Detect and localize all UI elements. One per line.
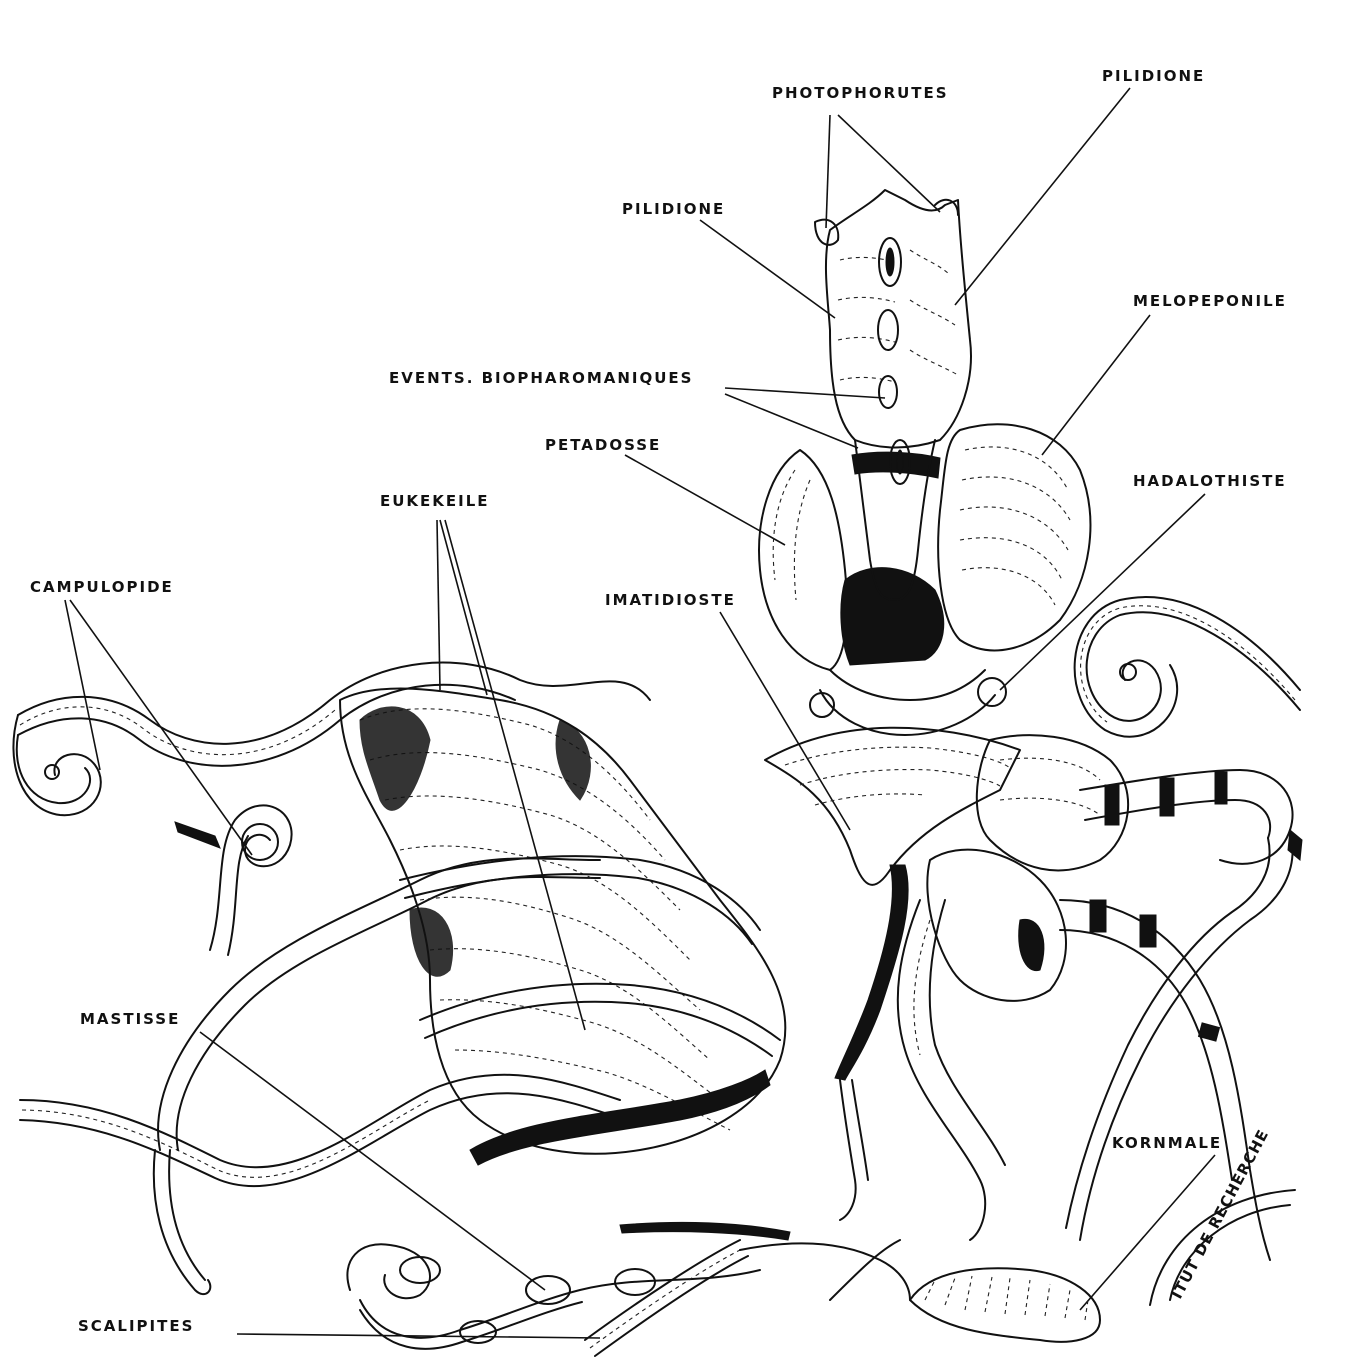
label-scalipites: SCALIPITES xyxy=(78,1317,195,1335)
label-photophorutes: PHOTOPHORUTES xyxy=(772,84,949,102)
label-mastisse: MASTISSE xyxy=(80,1010,181,1028)
label-petadosse: PETADOSSE xyxy=(545,436,662,454)
label-eukekeile: EUKEKEILE xyxy=(380,492,490,510)
right-coiled-tentacle xyxy=(1073,596,1301,738)
label-melopeponile: MELOPEPONILE xyxy=(1133,292,1287,310)
label-pilidione-top: PILIDIONE xyxy=(1102,67,1206,85)
central-trunk xyxy=(764,726,1021,1221)
label-pilidione-left: PILIDIONE xyxy=(622,200,726,218)
right-lobes xyxy=(896,734,1303,1261)
label-imatidioste: IMATIDIOSTE xyxy=(605,591,736,609)
label-hadalothiste: HADALOTHISTE xyxy=(1133,472,1287,490)
left-coiled-tentacles xyxy=(12,661,651,956)
body-mass xyxy=(339,687,787,1166)
head-lobes xyxy=(758,423,1092,736)
head-stalk xyxy=(814,189,972,601)
label-events-biopharomaniques: EVENTS. BIOPHAROMANIQUES xyxy=(389,369,694,387)
kornmale-organ xyxy=(619,1221,1101,1343)
institution-stamp: ITUT DE RECHERCHE xyxy=(1149,1126,1296,1306)
label-kornmale: KORNMALE xyxy=(1112,1134,1223,1152)
stamp-text: ITUT DE RECHERCHE xyxy=(1168,1126,1273,1302)
label-campulopide: CAMPULOPIDE xyxy=(30,578,174,596)
